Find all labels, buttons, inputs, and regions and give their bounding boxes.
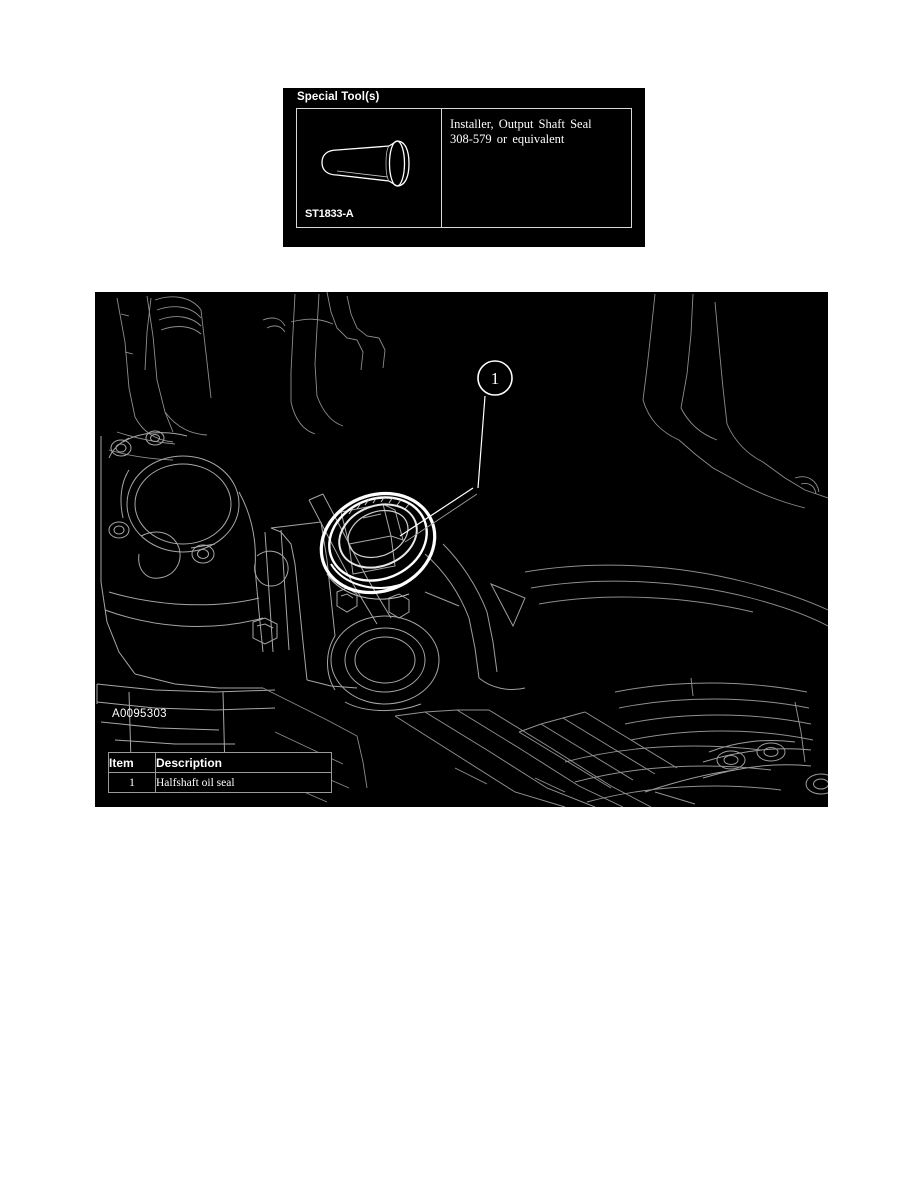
seal-installer-tool-icon [321,140,410,187]
item-description-table: Item Description 1 Halfshaft oil seal [108,752,332,793]
column-header-item: Item [108,752,156,773]
tool-description-cell: Installer, Output Shaft Seal 308-579 or … [442,109,631,227]
special-tools-panel: Special Tool(s) [283,88,645,247]
column-header-description: Description [155,752,332,773]
figure-code: A0095303 [112,708,167,720]
table-row: 1 Halfshaft oil seal [108,772,332,793]
callout-1-group: 1 [399,360,513,543]
callout-1-label: 1 [491,369,500,388]
tool-description-line-1: Installer, Output Shaft Seal [450,117,592,131]
tool-description-line-2: 308-579 or equivalent [450,132,565,146]
tool-illustration-cell: ST1833-A [297,109,442,227]
cell-item-description: Halfshaft oil seal [155,772,332,793]
special-tools-title: Special Tool(s) [297,91,380,103]
transaxle-line-art: 1 [95,292,828,807]
tool-part-number: ST1833-A [305,208,354,220]
cell-item-number: 1 [108,772,156,793]
illustration-panel: 1 A0095303 Item Description 1 Halfshaft … [95,292,828,807]
special-tools-table: ST1833-A Installer, Output Shaft Seal 30… [296,108,632,228]
callout-1-bubble [477,360,513,396]
table-header-row: Item Description [108,752,332,773]
